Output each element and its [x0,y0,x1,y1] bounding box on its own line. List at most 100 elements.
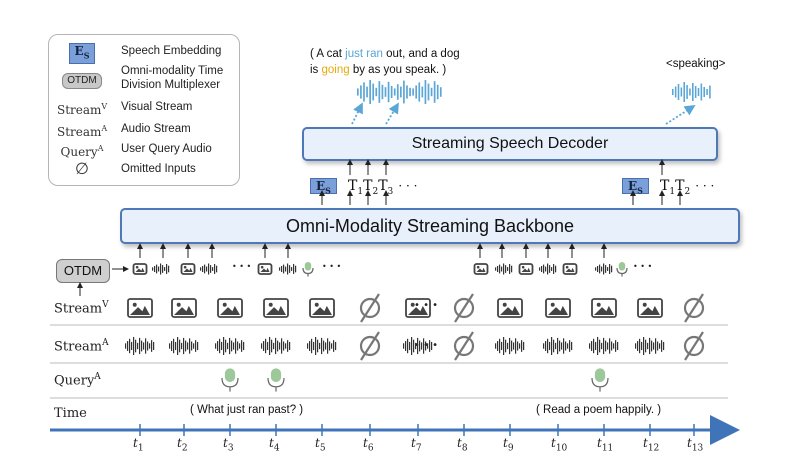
image-sun [176,302,181,307]
audio-waveform-icon [609,264,611,274]
audio-waveform-icon [227,342,229,350]
output-waveform-icon [694,86,697,98]
audio-waveform-icon [595,341,597,351]
audio-waveform-icon [543,264,545,274]
output-waveform-icon [424,80,427,104]
audio-waveform-icon [206,266,208,272]
audio-waveform-icon [287,263,289,275]
audio-waveform-icon [202,265,204,273]
output-waveform-icon [421,86,424,98]
audio-waveform-icon [319,342,321,350]
audio-waveform-icon [200,267,202,271]
audio-waveform-icon [311,338,313,354]
output-waveform-icon [415,85,418,99]
audio-waveform-icon [605,340,607,352]
dotted-output-arrow [665,105,696,125]
audio-waveform-icon [151,340,153,352]
audio-waveform-icon [287,340,289,352]
output-waveform-icon [366,86,368,98]
audio-waveform-icon [289,341,291,351]
audio-waveform-icon [615,340,617,352]
audio-waveform-icon [289,265,291,273]
audio-waveform-icon [168,265,170,273]
audio-waveform-icon [177,337,179,355]
tick-label-t8: t8 [457,436,468,454]
audio-waveform-icon [162,265,164,273]
image-mountain [548,305,568,315]
image-mountain [260,267,270,272]
tokens-right: ES T1T2 · · · [622,175,714,198]
image-sun [476,265,480,269]
audio-waveform-icon [171,341,173,351]
output-waveform-icon [683,82,685,102]
audio-waveform-icon [607,342,609,350]
output-waveform-icon [406,85,408,99]
audio-waveform-icon [325,342,327,350]
audio-waveform-icon [409,341,411,351]
audio-waveform-icon [263,341,265,351]
image-icon [405,298,431,318]
ellipsis-seq-3: • • • [633,262,653,271]
audio-waveform-icon [495,343,497,349]
audio-waveform-icon [417,337,419,355]
output-waveform-icon [709,85,711,99]
audio-waveform-icon [405,341,407,351]
audio-waveform-icon [511,340,513,352]
token-dots: · · · [695,179,715,193]
output-waveform-icon [677,84,680,100]
speech-embedding-token: ES [310,178,337,195]
audio-waveform-icon [649,337,651,355]
speech-embedding-token: ES [622,178,649,195]
audio-waveform-icon [595,267,597,271]
output-waveform-icon [703,87,705,97]
output-waveform-icon [372,83,375,101]
image-sun [132,302,137,307]
audio-waveform-icon [565,341,567,351]
audio-waveform-icon [547,338,549,354]
image-sun [642,302,647,307]
audio-waveform-icon [553,339,555,353]
audio-waveform-icon [164,267,166,271]
legend-label-line1: Omni-modality Time [121,65,224,77]
empty-set-slash [684,293,704,323]
ellipsis-seq-1: • • • [232,262,252,271]
audio-waveform-icon [411,337,413,355]
audio-waveform-icon [653,342,655,350]
output-waveform-icon [369,80,371,104]
audio-waveform-icon [559,340,561,352]
output-waveform-icon [692,83,694,101]
audio-waveform-icon [413,339,415,353]
audio-waveform-icon [133,337,135,355]
audio-waveform-icon [160,263,162,275]
empty-set-slash [684,331,704,361]
audio-waveform-icon [231,340,233,352]
audio-waveform-icon [551,267,553,271]
output-waveform-icon [409,87,411,97]
audio-waveform-icon [637,341,639,351]
audio-waveform-icon [543,343,545,349]
audio-waveform-icon [154,265,156,273]
audio-waveform-icon [503,337,505,355]
audio-waveform-icon [149,343,151,349]
audio-waveform-icon [611,341,613,351]
legend-row-speech-embedding: ES Speech Embedding [49,41,239,65]
image-sun [565,265,569,269]
image-mountain [135,267,145,272]
output-waveform-icon [393,88,396,96]
audio-waveform-icon [195,340,197,352]
audio-waveform-icon [317,339,319,353]
audio-waveform-icon [549,265,551,273]
empty-set-icon [453,297,475,319]
token-t1: T1 [348,178,364,197]
image-icon [180,263,196,275]
highlight-just-ran: just ran [345,48,383,60]
legend-box: ES Speech Embedding OTDM Omni-modality T… [48,34,240,186]
speaking-label: <speaking> [666,58,726,70]
output-waveform-icon [403,80,405,104]
image-mountain [130,305,150,315]
image-sun [222,302,227,307]
token-t1: T1 [660,178,676,197]
image-mountain [183,267,193,272]
audio-waveform-icon [407,338,409,354]
otdm-box: OTDM [56,259,110,283]
